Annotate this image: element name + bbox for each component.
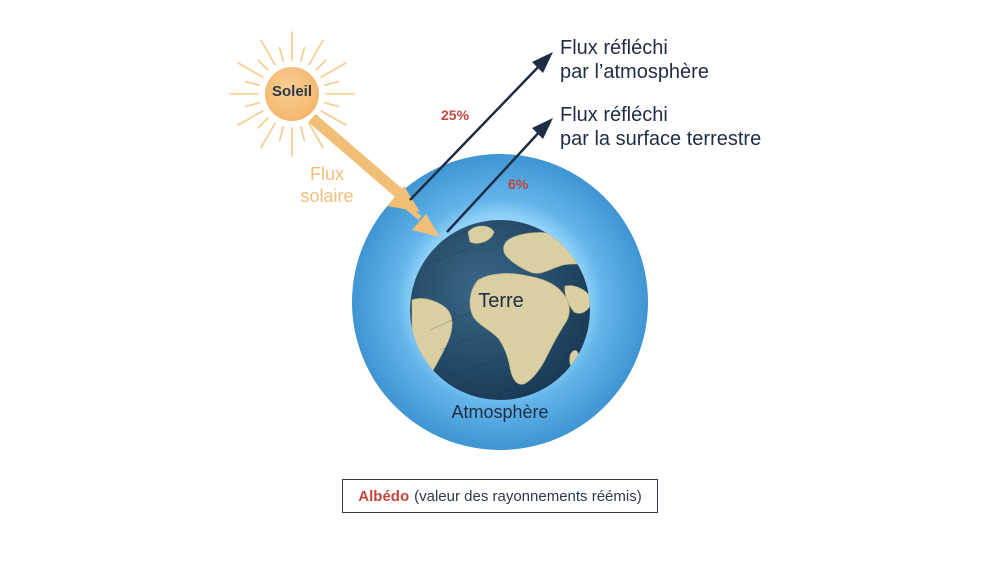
legend-box: Albédo (valeur des rayonnements réémis) (342, 479, 658, 513)
sun-ray (237, 62, 264, 78)
sun-disc (265, 67, 319, 121)
reflected-surface-line2: par la surface terrestre (560, 128, 762, 150)
solar-flux-label-line1: Flux (309, 164, 344, 184)
sun-ray (320, 110, 347, 126)
sun-ray (257, 117, 269, 129)
reflected-surface-label: Flux réfléchi par la surface terrestre (560, 103, 761, 151)
reflected-surface-line1: Flux réfléchi (560, 104, 668, 126)
sun-ray (278, 46, 285, 63)
sun-ray (299, 46, 306, 63)
legend-term: Albédo (358, 487, 410, 505)
earth-label: Terre (478, 290, 524, 312)
sun-ray (260, 39, 276, 66)
sun-ray (237, 110, 264, 126)
sun-ray (299, 126, 306, 142)
sun-ray (315, 59, 327, 71)
reflected-atmosphere-arrow (409, 52, 553, 201)
sun-ray (323, 102, 340, 108)
sun-ray (244, 80, 261, 86)
solar-flux-label: Flux solaire (282, 163, 372, 207)
solar-flux-arrow (308, 113, 440, 237)
sun-ray (323, 80, 340, 86)
percent-surface: 6% (508, 176, 529, 192)
legend-description: (valeur des rayonnements réémis) (414, 487, 642, 505)
sun-ray (308, 39, 324, 66)
sun-ray (320, 62, 347, 78)
percent-atmosphere: 25% (441, 107, 470, 123)
reflected-atmosphere-line1: Flux réfléchi (560, 37, 668, 59)
sun-ray (260, 122, 276, 149)
sun-ray (278, 126, 285, 142)
atmosphere-label: Atmosphère (451, 402, 549, 422)
solar-flux-label-line2: solaire (300, 186, 354, 206)
reflected-atmosphere-line2: par l’atmosphère (560, 61, 709, 83)
sun-ray (308, 122, 324, 149)
reflected-surface-arrow (446, 118, 553, 233)
reflected-atmosphere-label: Flux réfléchi par l’atmosphère (560, 36, 709, 84)
sun-label: Soleil (271, 83, 312, 100)
sun-ray (244, 102, 261, 108)
sun-ray (257, 59, 269, 71)
